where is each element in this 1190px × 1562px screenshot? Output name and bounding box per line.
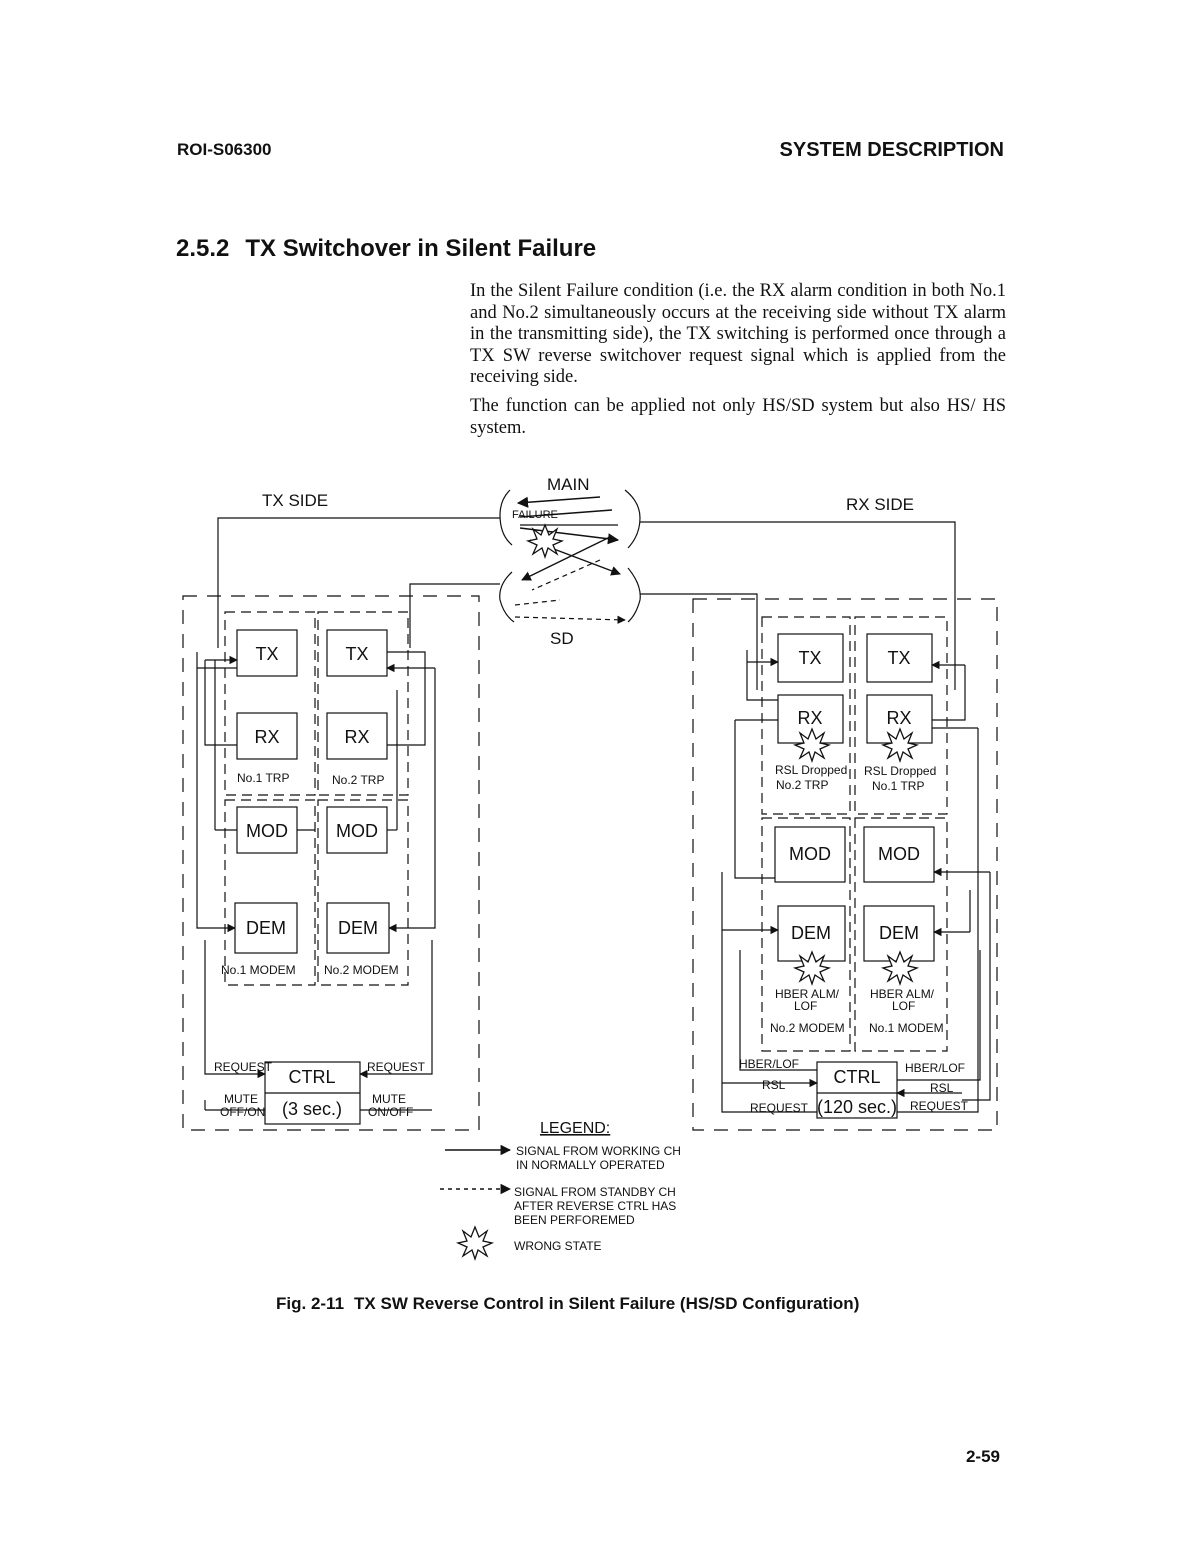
right-mod-b-label: MOD	[878, 844, 920, 864]
right-hber-lof-right: HBER/LOF	[905, 1061, 965, 1075]
right-trp-b-label: No.1 TRP	[872, 779, 924, 793]
right-rsl-right: RSL	[930, 1081, 954, 1095]
rsl-dropped-b: RSL Dropped	[864, 764, 936, 778]
right-mute-label: MUTE	[372, 1092, 406, 1106]
tx-side-enclosure	[182, 595, 480, 1131]
right-request-right: REQUEST	[910, 1099, 969, 1113]
left-mod2-block	[326, 806, 388, 854]
left-trp2-container	[317, 611, 409, 796]
switchover-diagram: TX SIDE RX SIDE MAIN SD FAILURE TX TX RX…	[182, 475, 998, 1260]
figure-number: Fig. 2-11	[276, 1294, 345, 1313]
wrong-state-star-icon	[882, 728, 918, 762]
right-dem-b-label: DEM	[879, 923, 919, 943]
right-mod-a-label: MOD	[789, 844, 831, 864]
wrong-state-star-icon	[882, 951, 918, 985]
body-paragraph-2: The function can be applied not only HS/…	[470, 396, 1006, 438]
right-tx-b-label: TX	[887, 648, 910, 668]
right-tx-a-label: TX	[798, 648, 821, 668]
right-trp-a-container	[761, 616, 851, 815]
section-header: SYSTEM DESCRIPTION	[779, 139, 1004, 161]
left-mod2-label: MOD	[336, 821, 378, 841]
legend-wrong: WRONG STATE	[514, 1239, 602, 1253]
left-offon-label: OFF/ON	[220, 1105, 265, 1119]
left-mod1-label: MOD	[246, 821, 288, 841]
rsl-dropped-a: RSL Dropped	[775, 763, 847, 777]
right-mod-b-block	[863, 826, 935, 883]
legend-standby-3: BEEN PERFOREMED	[514, 1213, 635, 1227]
right-modem-b-label: No.1 MODEM	[869, 1021, 944, 1035]
left-dem1-block	[234, 902, 298, 954]
wrong-state-star-icon	[794, 728, 830, 762]
body-paragraph-1: In the Silent Failure condition (i.e. th…	[470, 281, 1006, 387]
hber-b-1: HBER ALM/	[870, 987, 935, 1001]
left-mod1-block	[236, 806, 298, 854]
tx-side-label: TX SIDE	[262, 491, 328, 510]
left-dem1-label: DEM	[246, 918, 286, 938]
right-tx-b-block	[866, 633, 933, 683]
right-request-left: REQUEST	[750, 1101, 809, 1115]
left-request-label: REQUEST	[214, 1060, 273, 1074]
left-trp1-container	[224, 611, 316, 796]
right-hber-lof-left: HBER/LOF	[739, 1057, 799, 1071]
right-trp-a-label: No.2 TRP	[776, 778, 828, 792]
legend-star-icon	[457, 1226, 493, 1260]
left-rx1-label: RX	[254, 727, 279, 747]
left-tx1-block	[236, 629, 298, 677]
section-heading: 2.5.2 TX Switchover in Silent Failure	[176, 235, 596, 263]
failure-star-icon	[527, 524, 563, 558]
right-modem-b-container	[854, 817, 948, 1052]
right-modem-a-label: No.2 MODEM	[770, 1021, 845, 1035]
right-mod-a-block	[774, 826, 846, 883]
legend-standby-1: SIGNAL FROM STANDBY CH	[514, 1185, 676, 1199]
left-modem2-label: No.2 MODEM	[324, 963, 399, 977]
legend-standby-2: AFTER REVERSE CTRL HAS	[514, 1199, 676, 1213]
right-rx-a-label: RX	[797, 708, 822, 728]
left-tx1-label: TX	[255, 644, 278, 664]
hber-a-2: LOF	[794, 999, 817, 1013]
left-ctrl-label: CTRL	[288, 1067, 335, 1087]
left-dem2-block	[326, 902, 390, 954]
left-ctrl-time: (3 sec.)	[282, 1099, 342, 1119]
hber-b-2: LOF	[892, 999, 915, 1013]
left-rx2-label: RX	[344, 727, 369, 747]
right-rx-b-label: RX	[886, 708, 911, 728]
right-ctrl-label: CTRL	[833, 1067, 880, 1087]
rx-side-enclosure	[692, 598, 998, 1131]
right-ctrl-time: (120 sec.)	[817, 1097, 897, 1117]
legend-working-1: SIGNAL FROM WORKING CH	[516, 1144, 681, 1158]
sd-label: SD	[550, 629, 574, 648]
figure-title: TX SW Reverse Control in Silent Failure …	[354, 1294, 860, 1313]
main-label: MAIN	[547, 475, 590, 494]
left-rx2-block	[326, 712, 388, 760]
left-dem2-label: DEM	[338, 918, 378, 938]
failure-label: FAILURE	[512, 509, 558, 521]
legend-title: LEGEND:	[540, 1120, 610, 1137]
left-trp2-label: No.2 TRP	[332, 773, 384, 787]
left-rx1-block	[236, 712, 298, 760]
left-modem2-container	[317, 799, 409, 986]
left-modem1-container	[224, 799, 316, 986]
wrong-state-star-icon	[794, 951, 830, 985]
left-mute-label: MUTE	[224, 1092, 258, 1106]
left-tx2-label: TX	[345, 644, 368, 664]
right-rsl-left: RSL	[762, 1078, 786, 1092]
document-id: ROI-S06300	[177, 140, 272, 159]
left-tx2-block	[326, 629, 388, 677]
figure-caption: Fig. 2-11 TX SW Reverse Control in Silent…	[276, 1294, 859, 1314]
legend-working-2: IN NORMALLY OPERATED	[516, 1158, 665, 1172]
right-request-label: REQUEST	[367, 1060, 426, 1074]
section-number: 2.5.2	[176, 235, 230, 262]
section-title: TX Switchover in Silent Failure	[245, 235, 597, 262]
right-dem-a-label: DEM	[791, 923, 831, 943]
page-number: 2-59	[965, 1447, 1000, 1466]
right-ctrl-block	[816, 1061, 898, 1119]
hber-a-1: HBER ALM/	[775, 987, 840, 1001]
rx-side-label: RX SIDE	[846, 495, 914, 514]
left-modem1-label: No.1 MODEM	[221, 963, 296, 977]
right-onoff-label: ON/OFF	[368, 1105, 413, 1119]
left-trp1-label: No.1 TRP	[237, 771, 289, 785]
